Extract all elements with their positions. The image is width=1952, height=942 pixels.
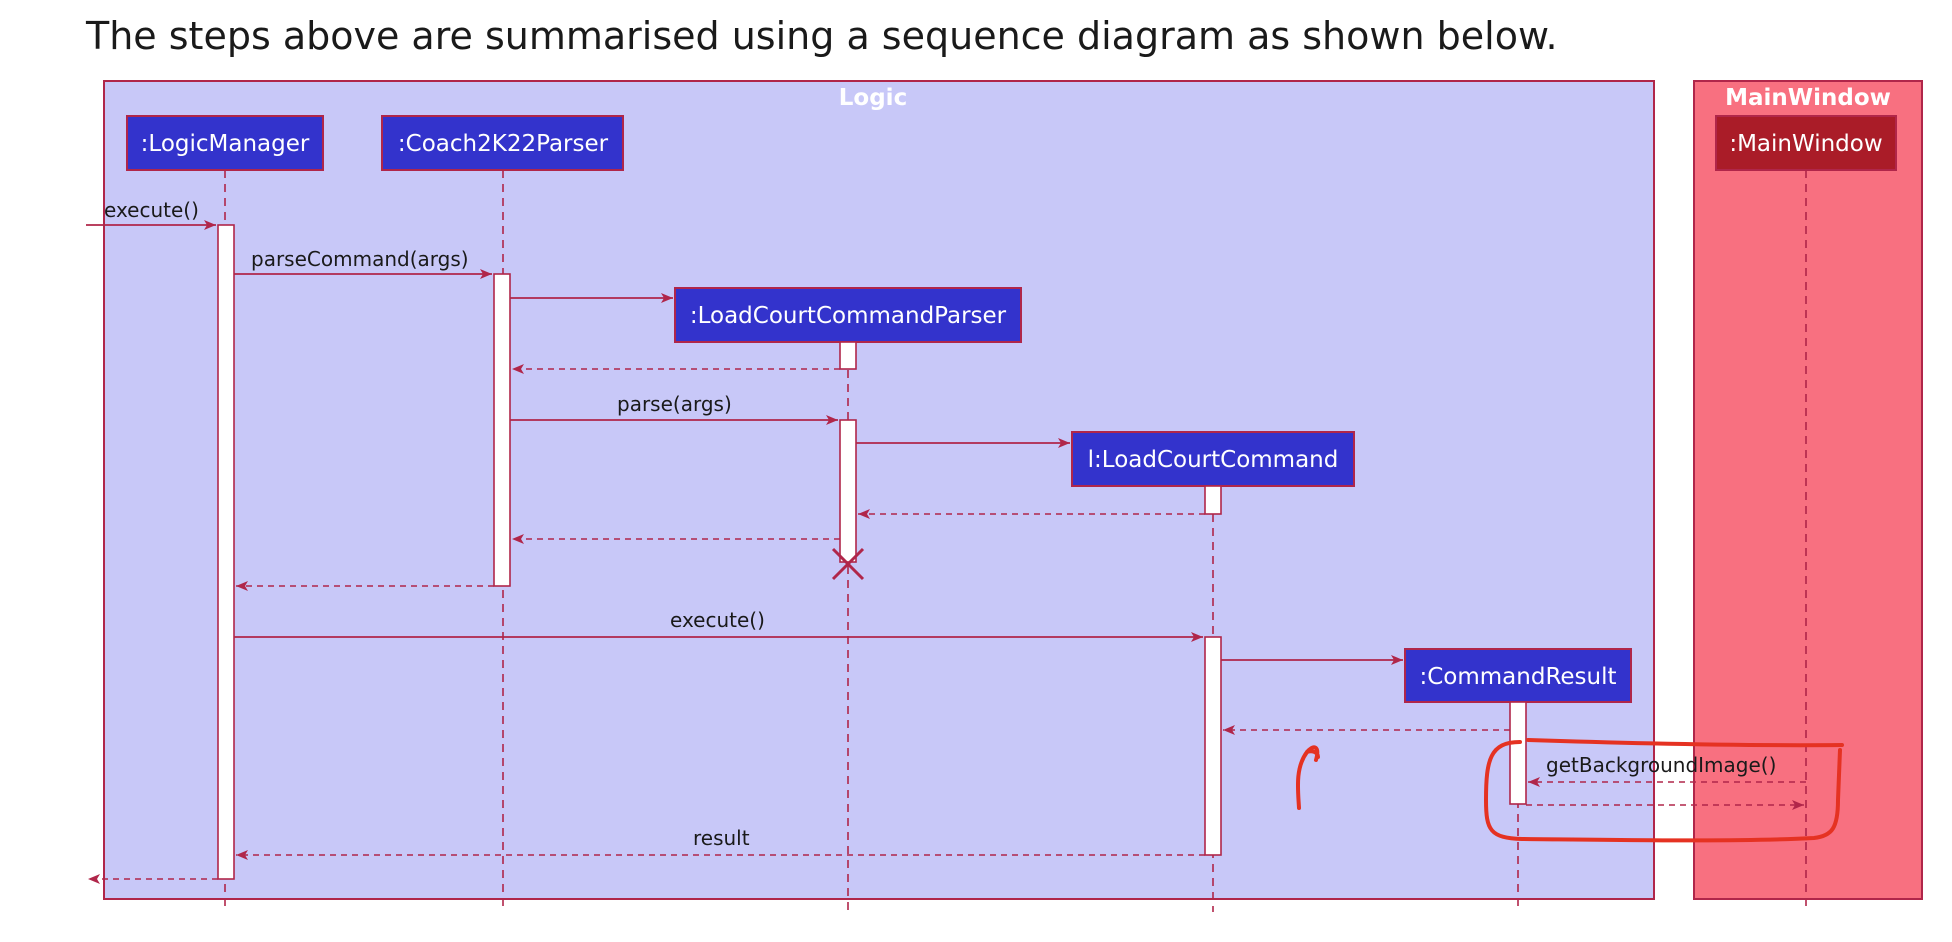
hand-drawn-highlight-outline: [1484, 738, 1844, 843]
label-parse-command: parseCommand(args): [251, 247, 469, 271]
svg-text:l:LoadCourtCommand: l:LoadCourtCommand: [1088, 447, 1339, 473]
hand-drawn-mark: [1295, 745, 1320, 810]
svg-text::MainWindow: :MainWindow: [1729, 131, 1882, 157]
svg-text::CommandResult: :CommandResult: [1419, 664, 1616, 690]
participant-parser: :Coach2K22Parser: [381, 115, 624, 171]
svg-text::Coach2K22Parser: :Coach2K22Parser: [398, 131, 609, 157]
participant-logic-manager: :LogicManager: [126, 115, 324, 171]
svg-text::LoadCourtCommandParser: :LoadCourtCommandParser: [690, 303, 1007, 329]
participant-command-result: :CommandResult: [1404, 648, 1632, 703]
activation-command-result: [1509, 701, 1527, 805]
participant-load-court-command: l:LoadCourtCommand: [1071, 431, 1355, 487]
mainwindow-frame-title: MainWindow: [1725, 85, 1891, 111]
activation-load-court-parser-parse: [839, 419, 857, 563]
participant-load-court-parser: :LoadCourtCommandParser: [674, 287, 1022, 343]
label-execute-in: execute(): [104, 198, 199, 222]
participant-main-window: :MainWindow: [1715, 115, 1897, 171]
destroy-marker: [831, 547, 865, 581]
activation-load-court-parser-create: [839, 341, 857, 370]
label-parse: parse(args): [617, 392, 732, 416]
activation-parser: [493, 273, 511, 587]
activation-logic-manager: [217, 224, 235, 880]
activation-load-court-command-execute: [1204, 636, 1222, 856]
label-result: result: [693, 826, 750, 850]
svg-text::LogicManager: :LogicManager: [141, 131, 310, 157]
label-get-background-image: getBackgroundImage(): [1546, 753, 1776, 777]
logic-frame: [103, 80, 1655, 900]
intro-text: The steps above are summarised using a s…: [86, 14, 1558, 58]
logic-frame-title: Logic: [839, 85, 907, 111]
activation-load-court-command-create: [1204, 485, 1222, 515]
mainwindow-frame: [1693, 80, 1923, 900]
label-execute: execute(): [670, 608, 765, 632]
